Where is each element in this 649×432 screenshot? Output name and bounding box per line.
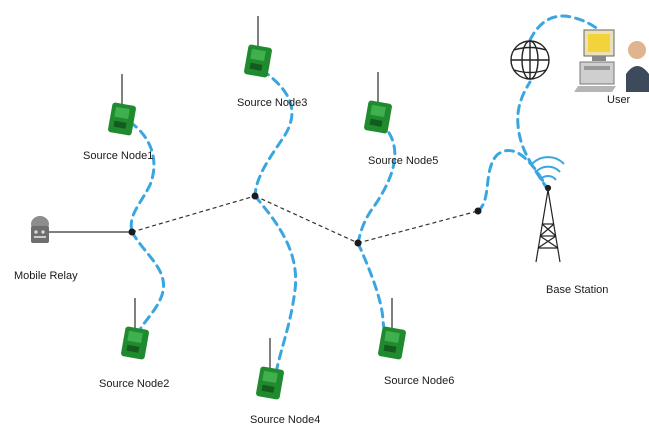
relay-path: [131, 195, 479, 244]
mobile-relay-icon: [31, 216, 49, 243]
relay-stop-3: [354, 239, 362, 247]
link-node2-stop1: [130, 230, 165, 344]
mobile-relay-label: Mobile Relay: [14, 270, 78, 282]
user-icon: [626, 41, 649, 92]
sensor-node-icon: [119, 297, 151, 361]
relay-path-segment: [254, 195, 359, 244]
computer-icon: [574, 29, 616, 92]
link-node1-stop1: [128, 120, 156, 234]
source-node1-label: Source Node1: [83, 150, 154, 162]
base-station-tower-icon: [535, 184, 561, 263]
source-node3-label: Source Node3: [237, 97, 308, 109]
link-node4-stop2: [253, 194, 298, 382]
relay-path-segment: [131, 195, 256, 233]
relay-stop-4: [474, 207, 482, 215]
relay-stop-1: [128, 228, 136, 236]
relay-stops: [128, 192, 482, 247]
relay-path-segment: [357, 210, 479, 244]
source-node5-label: Source Node5: [368, 155, 439, 167]
link-node3-stop2: [253, 68, 294, 198]
link-node5-stop3: [356, 120, 397, 245]
sensor-node-icon: [242, 15, 274, 79]
source-node2-label: Source Node2: [99, 378, 170, 390]
link-base-globe: [516, 80, 550, 192]
relay-stop-2: [251, 192, 259, 200]
base-station-label: Base Station: [546, 284, 609, 296]
sensor-node-icon: [376, 297, 408, 361]
signal-waves: [531, 156, 565, 181]
link-stop4-base: [476, 148, 550, 213]
source-node6-label: Source Node6: [384, 375, 455, 387]
sensor-node-icon: [254, 337, 286, 401]
sensor-node-icon: [106, 73, 138, 137]
source-node4-label: Source Node4: [250, 414, 321, 426]
sensor-node-icon: [362, 71, 394, 135]
user-label: User: [607, 94, 631, 106]
internet-globe-icon: [510, 40, 550, 80]
